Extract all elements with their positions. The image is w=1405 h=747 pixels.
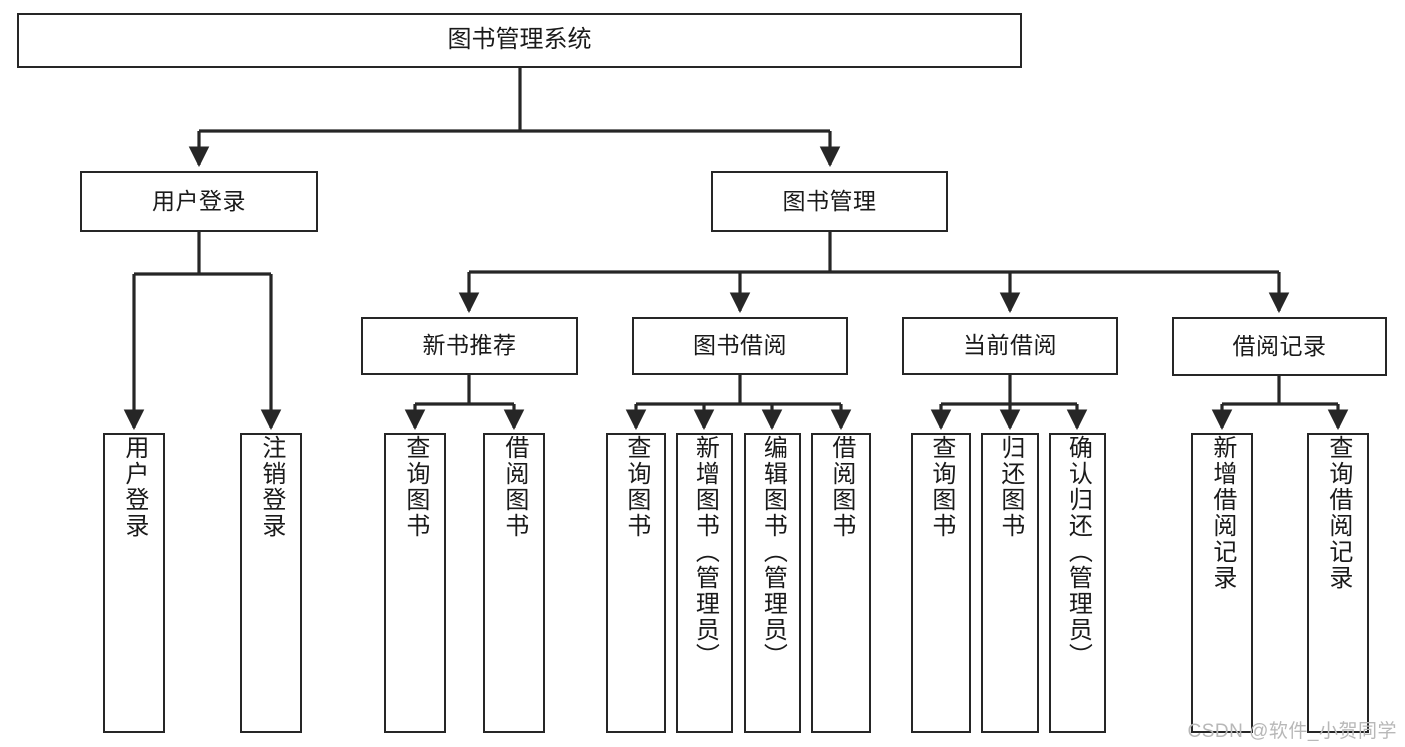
leaf-user-login-label: 用户登录: [120, 435, 148, 539]
leaf-add-book[interactable]: 新增图书（管理员）: [676, 433, 733, 733]
node-root-label: 图书管理系统: [447, 26, 592, 54]
node-book-manage[interactable]: 图书管理: [711, 171, 948, 232]
leaf-query-record[interactable]: 查询借阅记录: [1307, 433, 1369, 733]
leaf-confirm-return-label: 确认归还（管理员）: [1064, 435, 1092, 669]
leaf-borrow-book-2-label: 借阅图书: [827, 435, 855, 539]
node-borrow-record[interactable]: 借阅记录: [1172, 317, 1387, 376]
node-user-login-label: 用户登录: [152, 187, 246, 214]
node-borrow-record-label: 借阅记录: [1232, 332, 1327, 359]
node-user-login[interactable]: 用户登录: [80, 171, 318, 232]
node-book-borrow[interactable]: 图书借阅: [632, 317, 848, 375]
leaf-confirm-return[interactable]: 确认归还（管理员）: [1049, 433, 1106, 733]
leaf-edit-book-label: 编辑图书（管理员）: [759, 435, 787, 669]
node-new-book-rec-label: 新书推荐: [422, 332, 517, 359]
leaf-return-book-label: 归还图书: [996, 435, 1024, 539]
leaf-query-book-1-label: 查询图书: [401, 435, 429, 539]
leaf-query-record-label: 查询借阅记录: [1324, 435, 1352, 591]
leaf-return-book[interactable]: 归还图书: [981, 433, 1039, 733]
leaf-borrow-book-2[interactable]: 借阅图书: [811, 433, 871, 733]
leaf-query-book-3-label: 查询图书: [927, 435, 955, 539]
leaf-logout-label: 注销登录: [257, 435, 285, 539]
leaf-add-book-label: 新增图书（管理员）: [691, 435, 719, 669]
csdn-watermark: CSDN @软件_小贺同学: [1187, 721, 1397, 742]
leaf-query-book-1[interactable]: 查询图书: [384, 433, 446, 733]
leaf-query-book-2-label: 查询图书: [622, 435, 650, 539]
node-current-borrow-label: 当前借阅: [963, 332, 1057, 359]
leaf-query-book-3[interactable]: 查询图书: [911, 433, 971, 733]
node-current-borrow[interactable]: 当前借阅: [902, 317, 1118, 375]
node-root[interactable]: 图书管理系统: [17, 13, 1022, 68]
leaf-query-book-2[interactable]: 查询图书: [606, 433, 666, 733]
node-book-borrow-label: 图书借阅: [693, 332, 787, 359]
leaf-user-login[interactable]: 用户登录: [103, 433, 165, 733]
leaf-add-record[interactable]: 新增借阅记录: [1191, 433, 1253, 733]
node-book-manage-label: 图书管理: [782, 187, 877, 214]
node-new-book-rec[interactable]: 新书推荐: [361, 317, 578, 375]
leaf-logout[interactable]: 注销登录: [240, 433, 302, 733]
leaf-borrow-book-1-label: 借阅图书: [500, 435, 528, 539]
leaf-borrow-book-1[interactable]: 借阅图书: [483, 433, 545, 733]
leaf-add-record-label: 新增借阅记录: [1208, 435, 1236, 591]
leaf-edit-book[interactable]: 编辑图书（管理员）: [744, 433, 801, 733]
